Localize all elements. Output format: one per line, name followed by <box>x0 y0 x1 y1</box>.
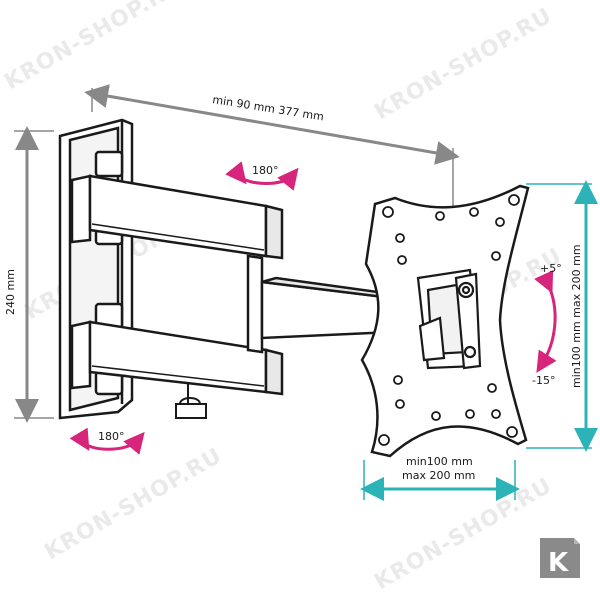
lower-swivel-label: 180° <box>98 430 125 443</box>
extension-arm <box>246 254 394 354</box>
tilt-down-label: -15° <box>532 374 555 387</box>
vesa-horizontal-dimension: min100 mm max 200 mm <box>360 455 520 501</box>
tilt-bracket <box>416 268 482 370</box>
plate-height-label: 240 mm <box>4 269 17 315</box>
upper-swivel-indicator: 180° <box>225 161 299 191</box>
vesa-holes <box>378 194 520 446</box>
vesa-vertical-label: min100 mm max 200 mm <box>570 244 583 388</box>
lower-swivel-arrow <box>69 427 145 455</box>
watermark-text: KRON-SHOP.RU <box>1 0 187 95</box>
lower-arm <box>70 302 284 396</box>
vesa-horizontal-label-min: min100 mm <box>406 455 473 468</box>
vesa-vertical-dimension: min100 mm max 200 mm <box>526 180 598 452</box>
watermark-text: KRON-SHOP.RU <box>371 3 557 125</box>
arm-reach-line <box>84 84 460 165</box>
upper-arm <box>70 150 284 260</box>
kron-logo: K <box>540 538 580 578</box>
tilt-indicator: +5° -15° <box>532 262 562 387</box>
watermark-text: KRON-SHOP.RU <box>371 473 557 595</box>
upper-swivel-label: 180° <box>252 164 279 177</box>
arm-reach-label: min 90 mm 377 mm <box>212 93 325 123</box>
upper-swivel-arrow <box>225 161 299 191</box>
cable-clip <box>175 384 207 419</box>
tilt-arrow <box>534 270 557 373</box>
tilt-up-label: +5° <box>540 262 562 275</box>
vesa-horizontal-label-max: max 200 mm <box>402 469 475 482</box>
watermark-text: KRON-SHOP.RU <box>41 443 227 565</box>
logo-letter: K <box>548 548 569 578</box>
lower-swivel-indicator: 180° <box>69 427 145 455</box>
plate-height-dimension: 240 mm <box>4 126 54 423</box>
